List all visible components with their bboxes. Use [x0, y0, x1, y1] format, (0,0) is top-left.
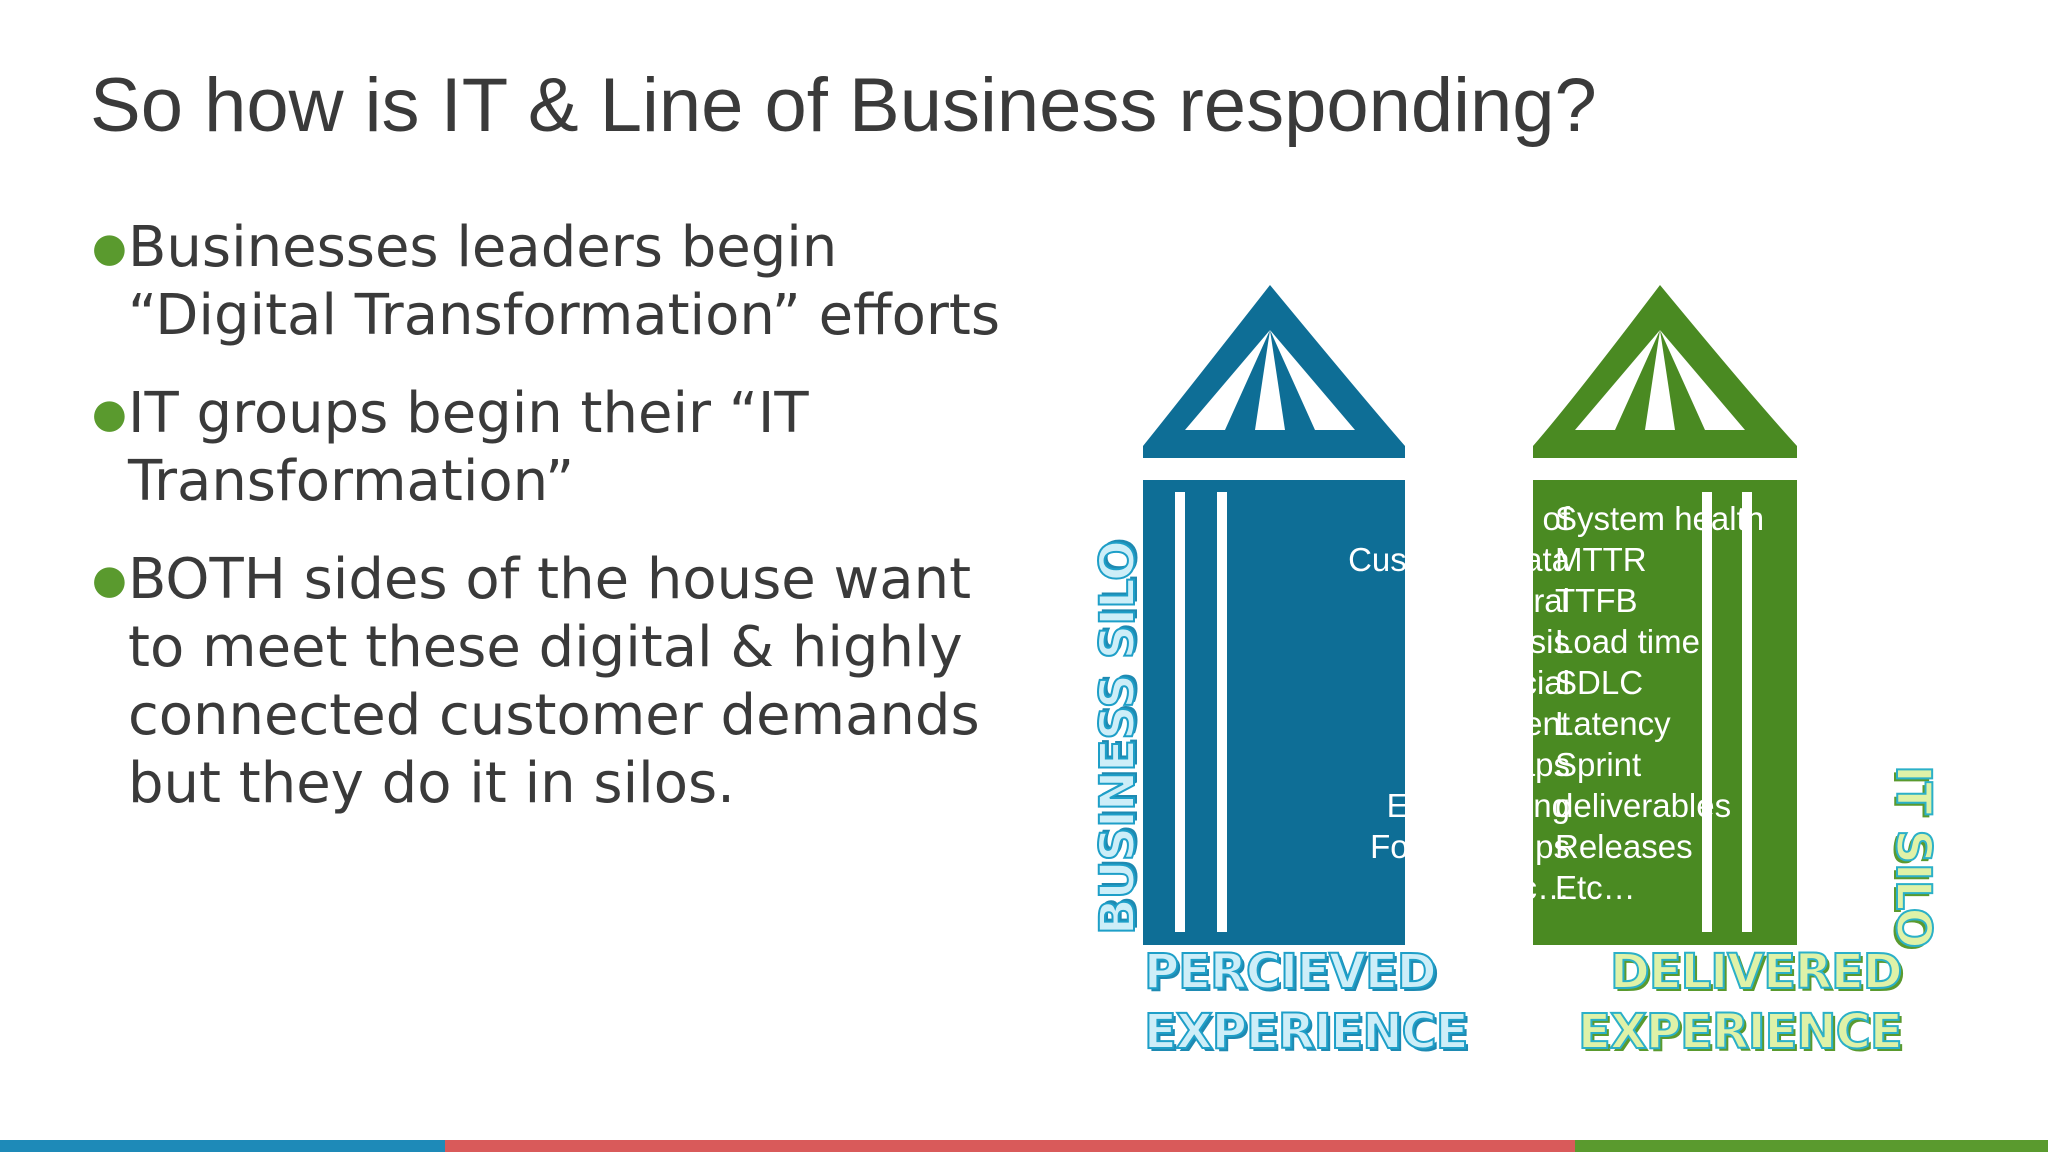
- it-item: TTFB: [1555, 582, 1638, 619]
- it-roof-stripe: [1575, 330, 1660, 430]
- business-item: Analysis: [1447, 623, 1570, 660]
- footer-bar-red: [445, 1140, 1575, 1152]
- bullet-text: Businesses leaders begin “Digital Transf…: [128, 215, 1001, 348]
- it-silo-shape: [1533, 285, 1797, 945]
- business-roof-stripe: [1270, 330, 1355, 430]
- delivered-label-line1: DELIVERED: [1609, 943, 1904, 1001]
- silo-graphic: [1143, 285, 1797, 945]
- it-item: Releases: [1555, 828, 1693, 865]
- bullet-list: ● Businesses leaders begin “Digital Tran…: [92, 214, 1052, 848]
- bullet-text: IT groups begin their “IT Transformation…: [128, 381, 809, 514]
- it-item: MTTR: [1555, 541, 1647, 578]
- delivered-label-line2: EXPERIENCE: [1577, 1003, 1904, 1061]
- business-item: Social: [1480, 664, 1570, 701]
- it-item: Latency: [1555, 705, 1671, 742]
- bullet-item: ● BOTH sides of the house want to meet t…: [92, 546, 1052, 818]
- it-roof-stripe: [1645, 330, 1675, 430]
- business-item: Behavioral: [1414, 582, 1570, 619]
- perceived-label-line1: PERCIEVED: [1143, 943, 1438, 1001]
- perceived-experience-label: PERCIEVED EXPERIENCE: [1143, 942, 1470, 1062]
- it-silo-list: System health MTTR TTFB Load time SDLC L…: [1555, 498, 1885, 908]
- it-roof-stripe: [1660, 330, 1745, 430]
- it-item: Sprint: [1555, 746, 1642, 783]
- it-item: System health: [1555, 500, 1765, 537]
- business-silo-list: Voice of Customer Data Behavioral Analys…: [1240, 498, 1570, 908]
- business-item: Customer Data: [1348, 541, 1570, 578]
- delivered-experience-label: DELIVERED EXPERIENCE: [1570, 942, 1904, 1062]
- business-silo-shape: [1143, 285, 1405, 945]
- business-item: Eye-tracking: [1386, 787, 1570, 824]
- business-roof-stripe: [1185, 330, 1270, 430]
- business-roof-stripe: [1255, 330, 1285, 430]
- it-silo-pillar: [1742, 492, 1752, 932]
- business-silo-body: [1143, 480, 1405, 945]
- footer-bar-green: [1575, 1140, 2048, 1152]
- it-item: SDLC: [1555, 664, 1644, 701]
- bullet-item: ● IT groups begin their “IT Transformati…: [92, 380, 1052, 516]
- business-item: Voice of: [1452, 500, 1570, 537]
- bullet-dot-icon: ●: [92, 557, 127, 603]
- business-item: Sentiment: [1421, 705, 1570, 742]
- business-item: Heat-maps: [1408, 746, 1570, 783]
- it-item: Load time: [1555, 623, 1700, 660]
- it-silo-pillar: [1702, 492, 1712, 932]
- bullet-dot-icon: ●: [92, 225, 127, 271]
- silo-diagram: Voice of Customer Data Behavioral Analys…: [1080, 280, 1980, 1080]
- it-silo-vertical-label: IT SILO: [1884, 764, 1942, 948]
- footer-bar-blue: [0, 1140, 445, 1152]
- bullet-text: BOTH sides of the house want to meet the…: [128, 547, 980, 816]
- business-silo-pillar: [1175, 492, 1185, 932]
- it-silo-body: [1533, 480, 1797, 945]
- business-silo-pillar: [1217, 492, 1227, 932]
- it-item: deliverables: [1555, 787, 1732, 824]
- business-silo-vertical-label: BUSINESS SILO: [1089, 540, 1147, 936]
- business-item: Etc…: [1489, 869, 1570, 906]
- slide-title: So how is IT & Line of Business respondi…: [90, 63, 1597, 148]
- footer-color-bar: [0, 1140, 2048, 1152]
- bullet-dot-icon: ●: [92, 391, 127, 437]
- it-item: Etc…: [1555, 869, 1636, 906]
- bullet-item: ● Businesses leaders begin “Digital Tran…: [92, 214, 1052, 350]
- business-item: Focus groups: [1370, 828, 1570, 865]
- perceived-label-line2: EXPERIENCE: [1143, 1003, 1470, 1061]
